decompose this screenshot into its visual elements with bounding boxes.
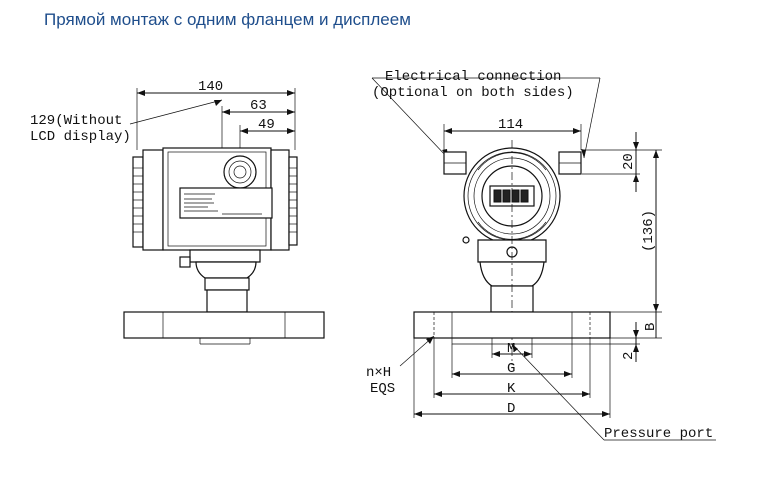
dim-136: (136) [641,210,657,252]
front-flange [413,311,611,339]
dim-20: 20 [621,153,637,170]
side-neck [189,249,261,263]
note-129-line2: LCD display) [30,129,131,145]
electrical-connection-note: (Optional on both sides) [372,85,574,101]
dim-140: 140 [198,79,223,95]
dim-49: 49 [258,117,275,133]
dim-2: 2 [621,352,637,360]
side-flange [123,311,325,339]
side-right-fins [270,149,298,251]
page-title: Прямой монтаж с одним фланцем и дисплеем [44,10,411,29]
dim-g: G [507,361,515,377]
pressure-port-label: Pressure port [604,426,713,442]
dim-114: 114 [498,117,523,133]
side-view: 140 63 49 129(Without LCD display) [30,79,325,345]
electrical-connection-label: Electrical connection [385,69,561,85]
holes-label: n×H [366,365,391,381]
dim-63: 63 [250,98,267,114]
holes-eqs-label: EQS [370,381,395,397]
side-left-fins [132,149,164,251]
front-view: Electrical connection (Optional on both … [366,69,716,442]
dim-m: M [507,341,515,357]
dim-b: B [643,323,659,331]
dim-k: K [507,381,516,397]
dim-d: D [507,401,515,417]
note-129-line1: 129(Without [30,113,122,129]
